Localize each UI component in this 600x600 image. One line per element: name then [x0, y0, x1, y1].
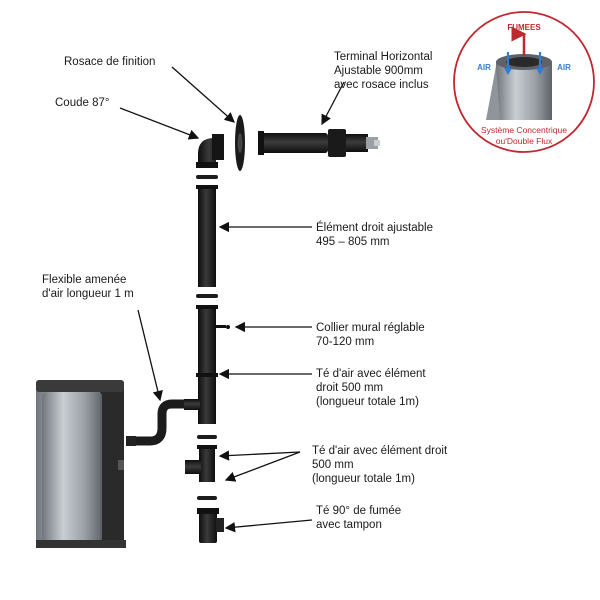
- inset-air-left-label: AIR: [477, 63, 491, 72]
- label-te-air-1: Té d'air avec élément droit 500 mm (long…: [316, 368, 426, 408]
- horizontal-terminal: [258, 129, 380, 157]
- inset-fumees-label: FUMEES: [507, 23, 541, 32]
- inset-caption-line-1: Système Concentrique: [481, 125, 567, 135]
- inset-air-right-label: AIR: [557, 63, 571, 72]
- pellet-stove: [36, 380, 136, 548]
- label-element-droit: Élément droit ajustable 495 – 805 mm: [316, 222, 433, 248]
- label-te-90: Té 90° de fumée avec tampon: [316, 505, 402, 531]
- label-terminal: Terminal Horizontal Ajustable 900mm avec…: [334, 51, 433, 91]
- label-flexible: Flexible amenée d'air longueur 1 m: [42, 274, 134, 300]
- label-te-air-2: Té d'air avec élément droit 500 mm (long…: [312, 445, 448, 485]
- elbow-87: [196, 134, 224, 168]
- flue-column: [184, 175, 230, 543]
- label-rosace: Rosace de finition: [64, 56, 156, 68]
- concentric-system-inset: FUMEES AIR AIR Système Concentrique ou'D…: [453, 11, 595, 153]
- finishing-rosette: [235, 115, 245, 171]
- label-coude: Coude 87°: [55, 97, 110, 109]
- inset-caption-line-2: ou'Double Flux: [496, 136, 553, 146]
- leader-lines: [119, 66, 345, 533]
- label-collier: Collier mural réglable 70-120 mm: [316, 322, 425, 348]
- flexible-air-hose: [136, 399, 186, 446]
